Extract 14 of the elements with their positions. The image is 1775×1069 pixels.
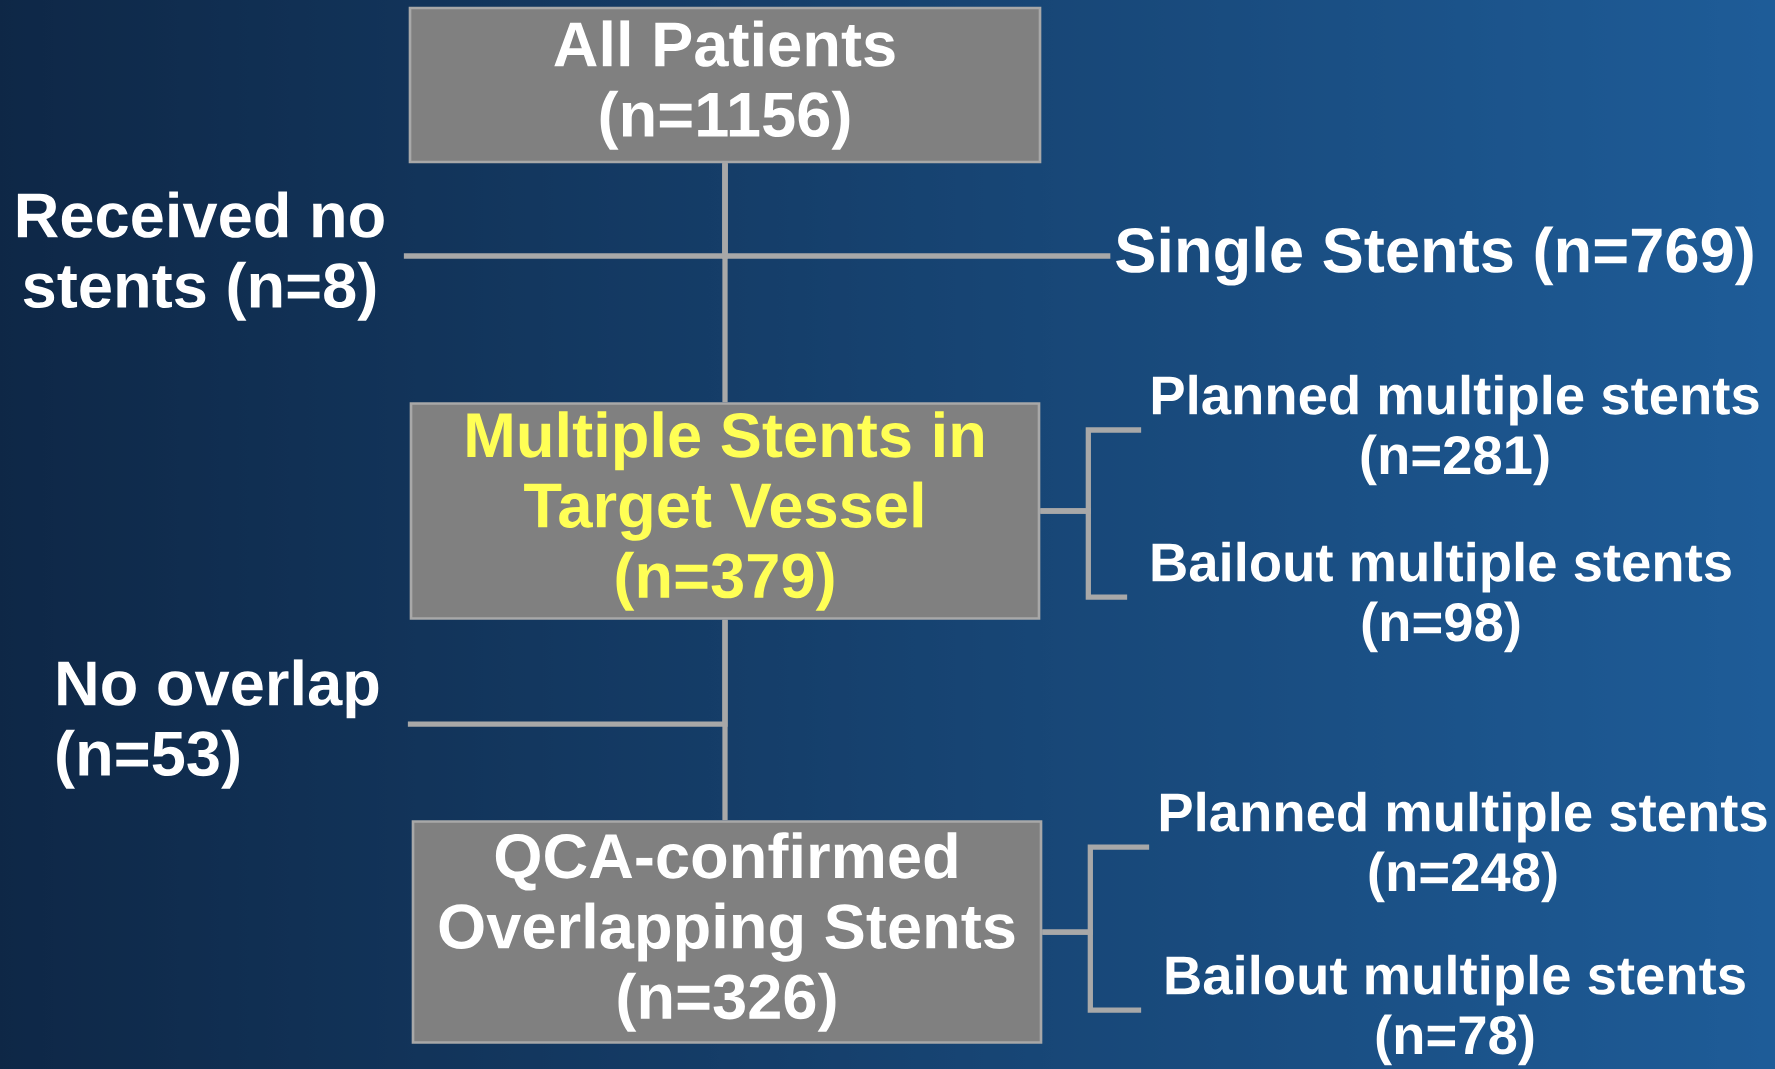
branch-label: Received no stents (n=8) bbox=[17, 191, 384, 321]
branch-label: Planned multiple stents (n=248) bbox=[1160, 791, 1767, 903]
branch-label: Bailout multiple stents (n=98) bbox=[1152, 541, 1731, 653]
connector-line bbox=[1042, 929, 1142, 1013]
branch-label: Single Stents (n=769) bbox=[1116, 226, 1753, 286]
branch-label: No overlap (n=53) bbox=[57, 659, 379, 789]
connector-line bbox=[407, 619, 728, 727]
branch-label: Bailout multiple stents (n=78) bbox=[1166, 954, 1745, 1066]
process-box: QCA-confirmed Overlapping Stents (n=326) bbox=[411, 820, 1043, 1044]
connector-line bbox=[722, 163, 1111, 259]
process-box: All Patients (n=1156) bbox=[408, 6, 1042, 164]
branch-label: Planned multiple stents (n=281) bbox=[1152, 374, 1759, 486]
connector-line bbox=[1040, 508, 1128, 600]
process-box: Multiple Stents in Target Vessel (n=379) bbox=[409, 402, 1041, 620]
